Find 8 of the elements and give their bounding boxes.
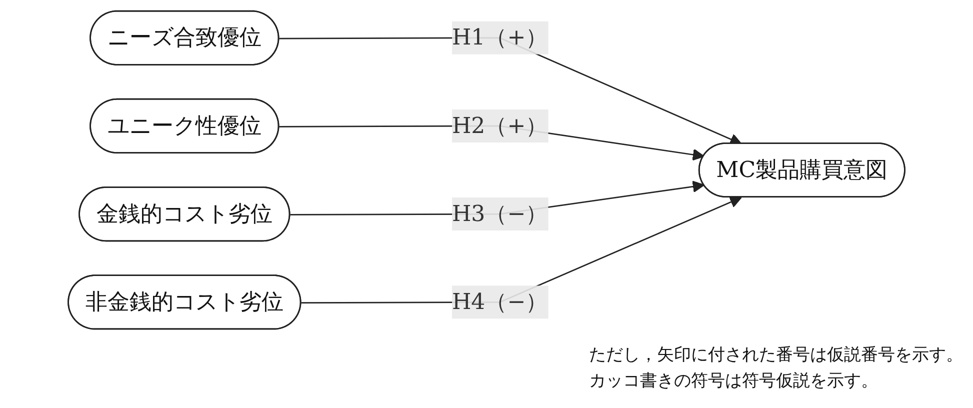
note-text: カッコ書きの符号は符号仮説を示す。 (589, 370, 879, 393)
edge-label: H2（+） (452, 112, 548, 138)
edge-label: H4（−） (452, 288, 548, 315)
edge-label: H3（−） (452, 200, 548, 226)
note-text: ただし，矢印に付された番号は仮説番号を示す。 (589, 344, 963, 367)
arrow (301, 196, 742, 304)
arrow (279, 37, 742, 145)
edge-label: H1（+） (452, 24, 548, 50)
